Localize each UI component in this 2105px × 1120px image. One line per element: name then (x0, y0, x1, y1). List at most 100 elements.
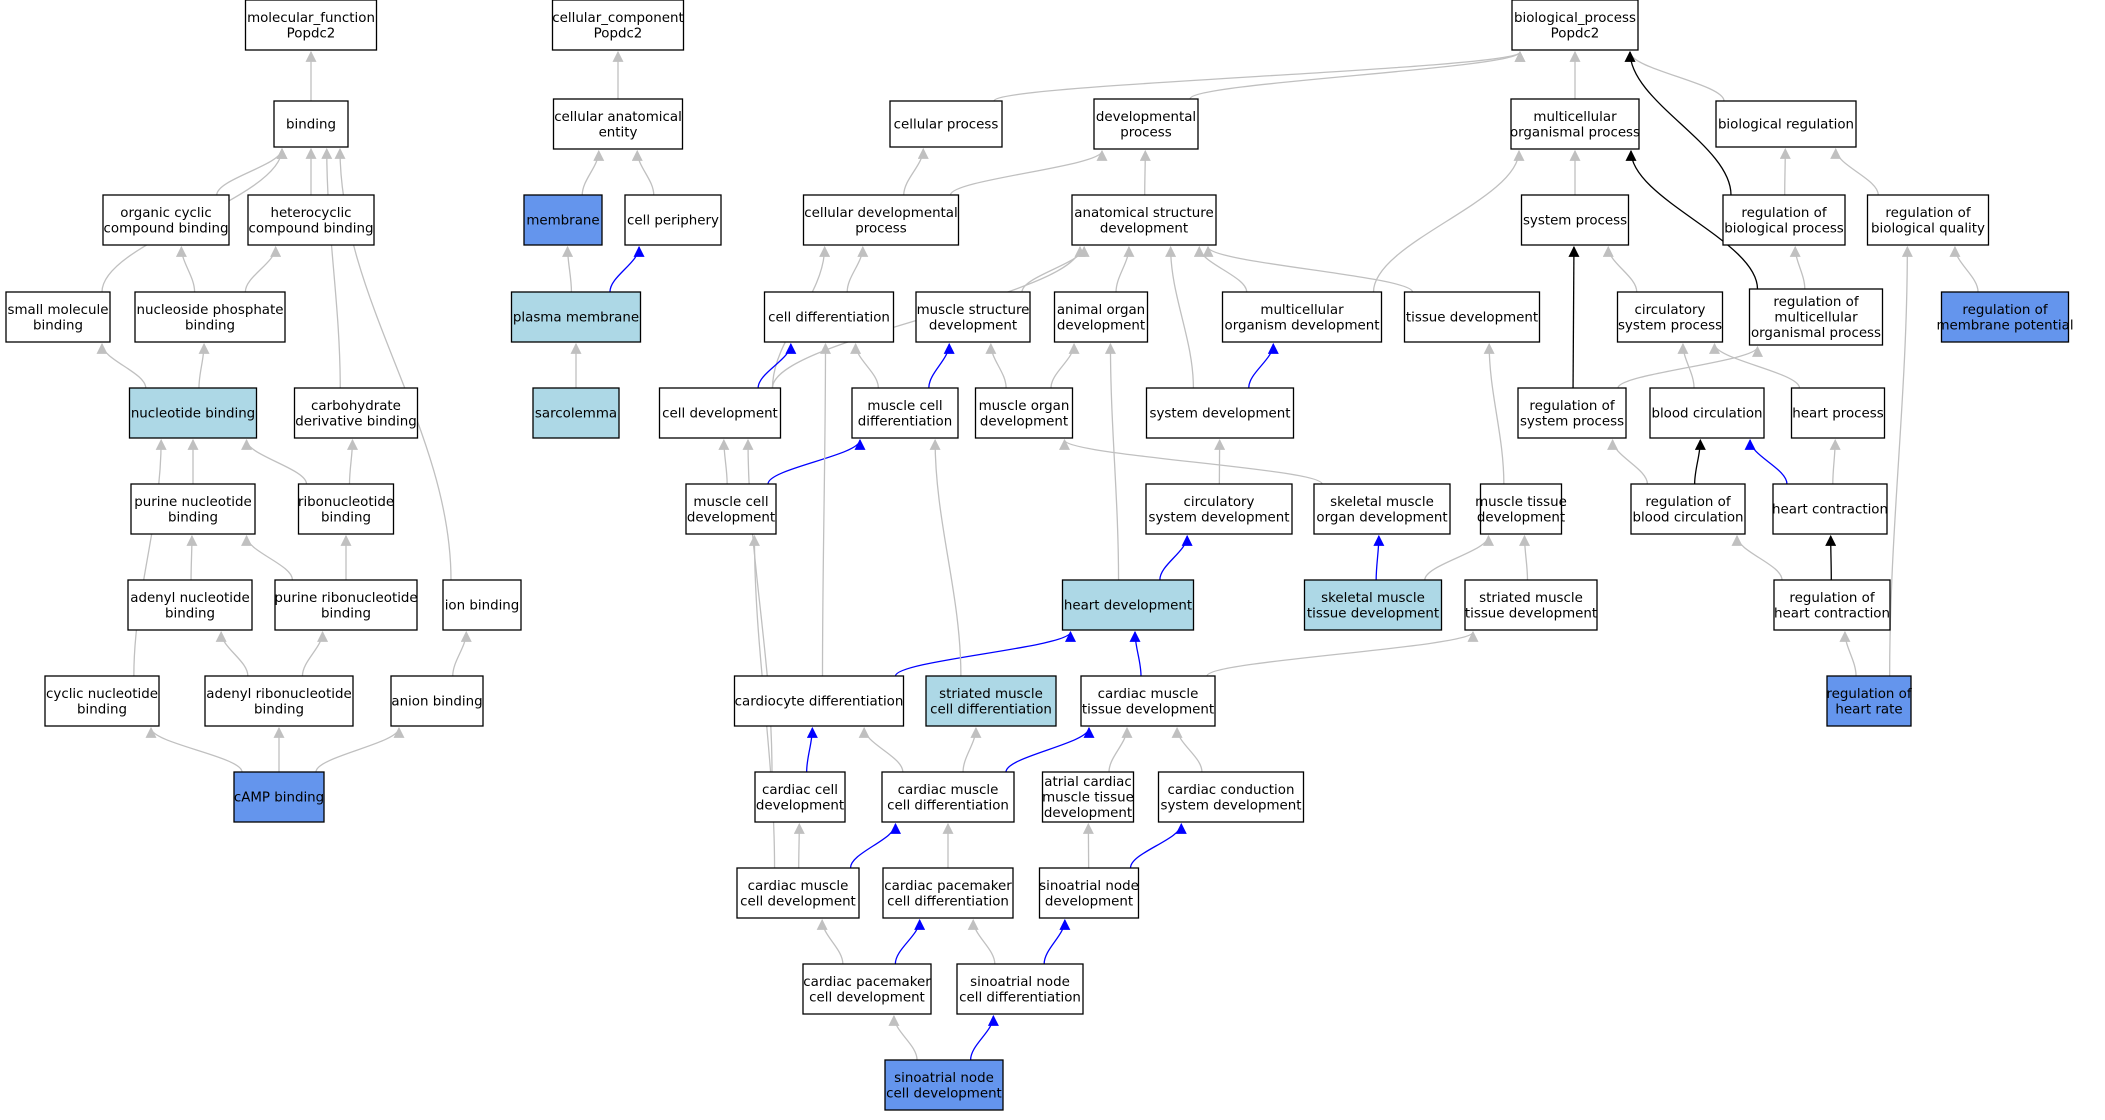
node-celldev[interactable]: cell development (658, 387, 782, 439)
node-box (510, 291, 642, 343)
node-binding[interactable]: binding (273, 100, 349, 148)
edge-line (198, 342, 210, 389)
node-box (624, 194, 722, 246)
node-label-line: cardiac pacemaker (884, 879, 1012, 894)
node-label-line: blood circulation (1651, 407, 1762, 422)
node-tissdev[interactable]: tissue development (1403, 291, 1541, 343)
node-cellper[interactable]: cell periphery (624, 194, 722, 246)
node-label-line: sinoatrial node (970, 975, 1070, 990)
edge-mcdev-to-celldev (718, 438, 730, 485)
node-label-line: heart contraction (1774, 606, 1890, 621)
node-heartcon[interactable]: heart contraction (1772, 483, 1888, 535)
edge-line (315, 726, 405, 773)
edge-line (767, 438, 866, 485)
edge-heartcon-to-heartproc (1829, 438, 1841, 485)
node-label-line: cardiac muscle (898, 783, 999, 798)
node-sysdev[interactable]: system development (1145, 387, 1295, 439)
node-camp[interactable]: cAMP binding (233, 771, 325, 823)
edge-line (1193, 245, 1248, 293)
node-box (1649, 387, 1765, 439)
node-box (1303, 579, 1443, 631)
edge-line (1949, 245, 1979, 293)
node-sarco[interactable]: sarcolemma (532, 387, 620, 439)
node-sysproc[interactable]: system process (1520, 194, 1630, 246)
node-label-line: muscle structure (917, 303, 1030, 318)
node-label-line: differentiation (858, 414, 952, 429)
node-pm[interactable]: plasma membrane (510, 291, 642, 343)
edge-regsp-to-regmop (1617, 345, 1763, 389)
node-celldiff[interactable]: cell differentiation (763, 291, 895, 343)
node-box (5, 291, 111, 343)
edge-smcd-to-mcdiff (929, 438, 962, 677)
node-ionb[interactable]: ion binding (442, 579, 522, 631)
node-box (1616, 291, 1724, 343)
node-cardiodiff[interactable]: cardiocyte differentiation (733, 675, 905, 727)
edge-msd-to-asd (1021, 245, 1090, 293)
edge-line (1709, 342, 1801, 389)
node-membrane[interactable]: membrane (523, 194, 603, 246)
node-nb[interactable]: nucleotide binding (128, 387, 258, 439)
node-heartdev[interactable]: heart development (1061, 579, 1195, 631)
node-box (1511, 0, 1639, 51)
node-cellproc[interactable]: cellular process (889, 100, 1003, 148)
node-anionb[interactable]: anion binding (390, 675, 484, 727)
node-label-line: tissue development (1082, 702, 1214, 717)
node-bioreg[interactable]: biological regulation (1715, 100, 1857, 148)
node-bloodcirc[interactable]: blood circulation (1649, 387, 1765, 439)
node-box (1080, 675, 1216, 727)
node-box (1061, 579, 1195, 631)
node-heartproc[interactable]: heart process (1790, 387, 1886, 439)
